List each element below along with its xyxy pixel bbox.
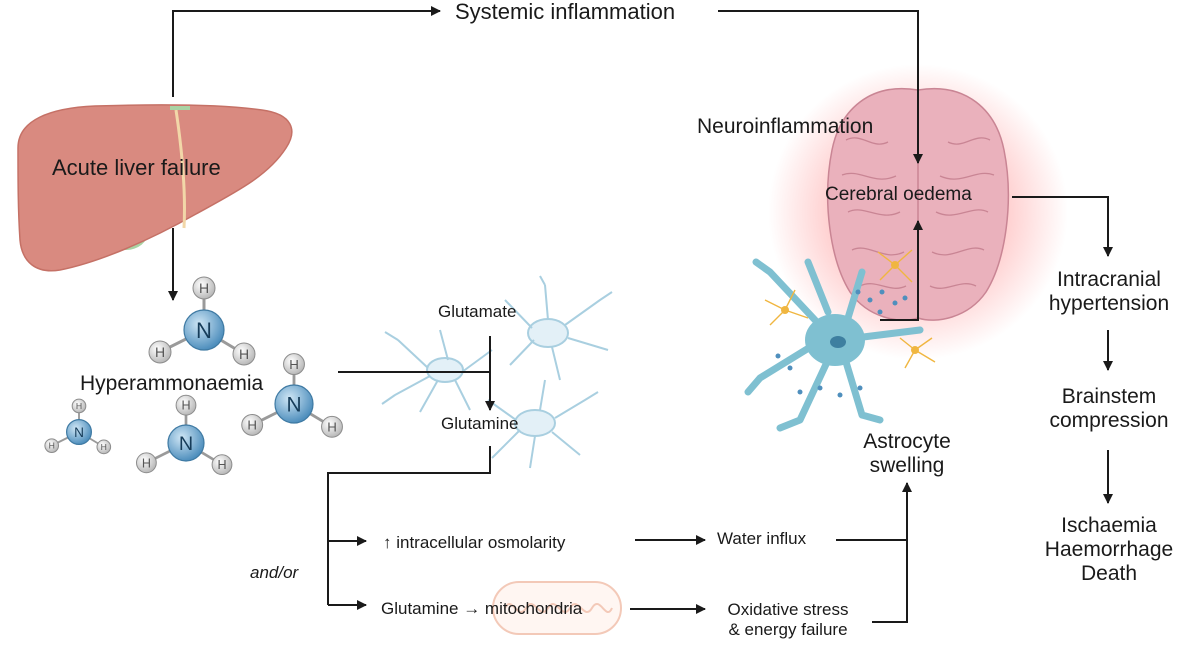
arrow-astrocyte-to-oedema <box>880 220 923 321</box>
astrocyte-swelling-label: Astrocyte swelling <box>863 430 951 478</box>
and-or-label: and/or <box>250 563 299 582</box>
hydrogen-label: H <box>239 346 249 362</box>
hydrogen-atom <box>136 452 157 474</box>
arrow-oedema-to-icp <box>1012 196 1113 257</box>
line-glutamine-branch <box>327 446 491 605</box>
hydrogen-atom <box>192 276 216 300</box>
nitrogen-label: N <box>179 433 193 455</box>
hydrogen-label: H <box>247 418 257 433</box>
hydrogen-label: H <box>199 280 209 296</box>
connector-arrows <box>168 6 1113 623</box>
arrow-liver-to-systemic <box>172 6 441 97</box>
hydrogen-label: H <box>181 399 190 413</box>
hydrogen-label: H <box>155 344 165 360</box>
liver-shape <box>17 104 293 272</box>
ammonia-molecule: H H H N <box>136 394 233 476</box>
acute-liver-failure-label: Acute liver failure <box>52 155 221 180</box>
hydrogen-atom <box>44 438 60 453</box>
systemic-inflammation-label: Systemic inflammation <box>455 0 676 24</box>
nitrogen-label: N <box>74 425 84 440</box>
hydrogen-label: H <box>289 357 299 372</box>
hydrogen-label: H <box>49 441 55 451</box>
hydrogen-label: H <box>217 458 226 472</box>
hydrogen-atom <box>232 342 256 366</box>
hydrogen-atom <box>241 413 264 436</box>
hydrogen-atom <box>175 394 197 416</box>
liver-illustration <box>17 104 293 272</box>
hydrogen-label: H <box>142 456 151 470</box>
hydrogen-label: H <box>327 420 337 435</box>
neuroinflammation-label: Neuroinflammation <box>697 115 874 138</box>
ammonia-molecule: H H H N <box>148 276 256 366</box>
hydrogen-label: H <box>101 442 107 452</box>
hydrogen-label: H <box>76 401 82 411</box>
hydrogen-atom <box>71 398 87 414</box>
oxidative-stress-label: Oxidative stress & energy failure <box>727 600 849 639</box>
ammonia-molecule: H H H N <box>241 353 343 438</box>
hydrogen-atom <box>148 340 172 364</box>
hydrogen-atom <box>211 454 233 476</box>
nitrogen-atom <box>167 424 205 462</box>
hyperammonaemia-label: Hyperammonaemia <box>80 372 264 395</box>
ammonia-molecules: H H H N H H H N H H H N H H H N <box>44 276 343 476</box>
cerebral-oedema-label: Cerebral oedema <box>825 184 972 205</box>
outcome-label: Ischaemia Haemorrhage Death <box>1044 514 1174 586</box>
osmolarity-label: ↑ intracellular osmolarity <box>383 533 566 552</box>
hydrogen-atom <box>96 439 112 455</box>
brainstem-compression-label: Brainstem compression <box>1049 385 1169 433</box>
glutamine-label: Glutamine <box>441 414 519 433</box>
nitrogen-label: N <box>286 394 301 417</box>
hydrogen-atom <box>321 415 343 438</box>
nitrogen-label: N <box>196 318 212 343</box>
swollen-astrocyte <box>744 249 936 432</box>
nitrogen-atom <box>274 384 314 424</box>
nitrogen-atom <box>183 309 225 351</box>
arrow-systemic-to-oedema <box>718 10 923 164</box>
mitochondrion-illustration <box>492 581 622 635</box>
intracranial-hypertension-label: Intracranial hypertension <box>1048 268 1170 316</box>
nitrogen-atom <box>65 419 92 446</box>
brain-illustration <box>768 64 1068 360</box>
glutamate-label: Glutamate <box>438 302 517 321</box>
ammonia-molecule: H H H N <box>44 398 112 455</box>
glutamine-mitochondria-label: Glutamine → mitochondria <box>381 599 583 618</box>
water-influx-label: Water influx <box>717 529 807 548</box>
hydrogen-atom <box>283 353 305 376</box>
arrow-oxidative-to-swelling <box>872 482 912 623</box>
astrocyte-cluster <box>381 275 613 469</box>
